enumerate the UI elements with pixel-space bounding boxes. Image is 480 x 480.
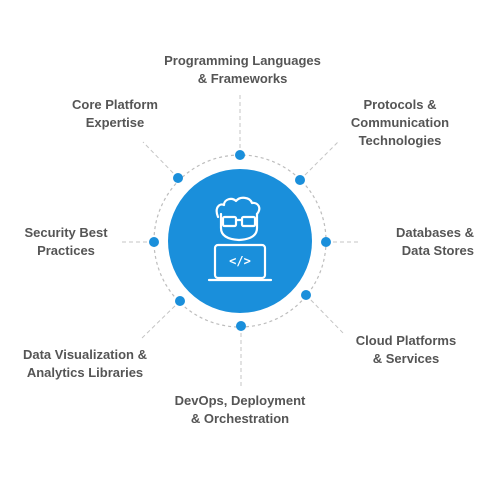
laptop-icon bbox=[213, 243, 267, 280]
developer-icon bbox=[207, 196, 273, 282]
label-line: Security Best bbox=[24, 225, 108, 240]
label-protocols: Protocols & Communication Technologies bbox=[330, 96, 470, 150]
label-line: & Services bbox=[372, 351, 440, 366]
label-line: Practices bbox=[37, 243, 95, 258]
node-bot-right bbox=[301, 290, 311, 300]
connector-top-right bbox=[299, 141, 339, 181]
label-databases: Databases & Data Stores bbox=[358, 224, 474, 260]
label-programming-languages: Programming Languages & Frameworks bbox=[140, 52, 345, 88]
label-line: & Orchestration bbox=[190, 411, 290, 426]
label-line: Databases & bbox=[395, 225, 474, 240]
glasses-right-icon bbox=[240, 215, 257, 228]
connectors bbox=[120, 94, 360, 388]
label-devops: DevOps, Deployment & Orchestration bbox=[155, 392, 325, 428]
label-line: Communication bbox=[350, 115, 450, 130]
hair-icon bbox=[215, 196, 261, 219]
label-line: Core Platform bbox=[72, 97, 158, 112]
label-line: Expertise bbox=[85, 115, 145, 130]
label-security: Security Best Practices bbox=[4, 224, 128, 260]
node-left bbox=[149, 237, 159, 247]
label-line: Programming Languages bbox=[164, 53, 321, 68]
node-right bbox=[321, 237, 331, 247]
connector-top-left bbox=[142, 141, 179, 179]
glasses-left-icon bbox=[221, 215, 238, 228]
face-icon bbox=[219, 212, 259, 242]
node-top-right bbox=[295, 175, 305, 185]
node-top bbox=[235, 150, 245, 160]
label-line: Analytics Libraries bbox=[26, 365, 144, 380]
label-line: Technologies bbox=[358, 133, 442, 148]
label-line: & Frameworks bbox=[197, 71, 288, 86]
ring-nodes bbox=[149, 150, 331, 331]
label-data-visualization: Data Visualization & Analytics Libraries bbox=[10, 346, 160, 382]
label-cloud-platforms: Cloud Platforms & Services bbox=[336, 332, 476, 368]
node-bot-left bbox=[175, 296, 185, 306]
label-line: Cloud Platforms bbox=[355, 333, 457, 348]
node-top-left bbox=[173, 173, 183, 183]
code-glyph: </> bbox=[229, 254, 251, 268]
label-line: Protocols & bbox=[363, 97, 437, 112]
label-line: Data Visualization & bbox=[22, 347, 147, 362]
label-line: Data Stores bbox=[401, 243, 474, 258]
label-line: DevOps, Deployment bbox=[174, 393, 306, 408]
connector-bot-left bbox=[141, 300, 181, 339]
label-core-platform: Core Platform Expertise bbox=[40, 96, 190, 132]
connector-bot-right bbox=[305, 294, 346, 336]
node-bottom bbox=[236, 321, 246, 331]
